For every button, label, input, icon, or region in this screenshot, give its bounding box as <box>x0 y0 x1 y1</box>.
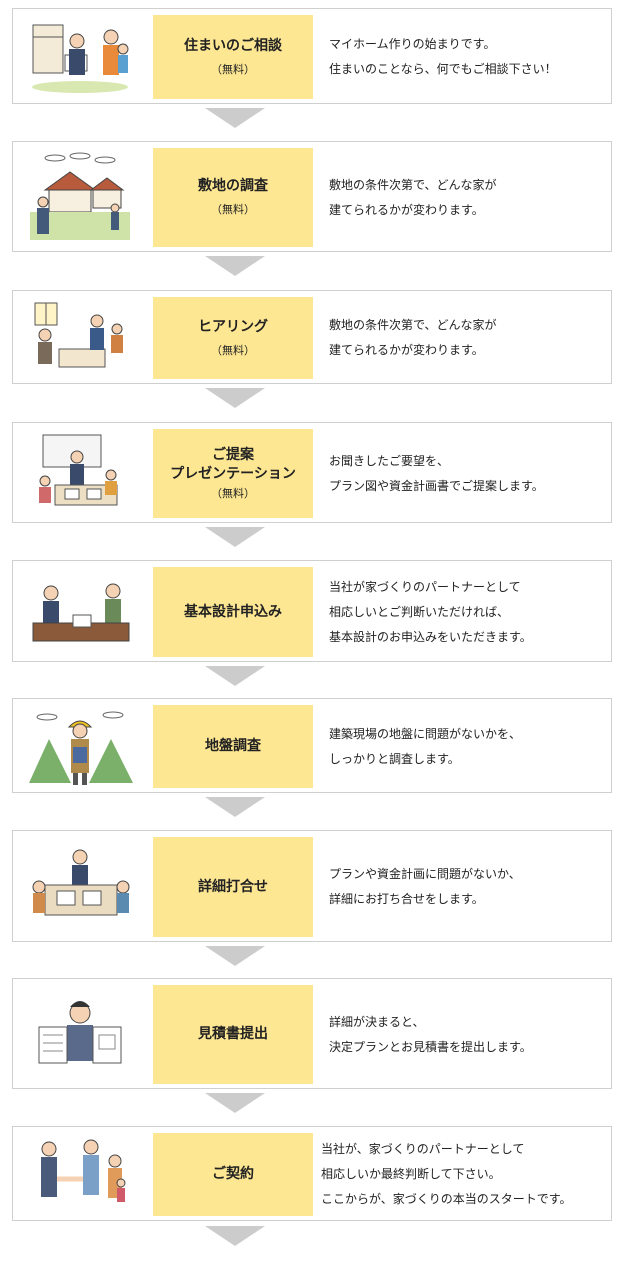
step-title-box: 基本設計申込み <box>153 567 313 657</box>
down-arrow-icon <box>205 388 265 408</box>
down-arrow-icon <box>205 666 265 686</box>
step-description: 詳細が決まると、 決定プランとお見積書を提出します。 <box>329 1014 532 1054</box>
step-title: 敷地の調査 <box>198 178 268 194</box>
step-title: 住まいのご相談 <box>184 37 282 54</box>
step-description: 敷地の条件次第で、どんな家が 建てられるかが変わります。 <box>329 177 497 217</box>
estimate-illustration <box>25 987 135 1082</box>
step-free-note: （無料） <box>211 486 255 500</box>
step-detailed-meeting: 詳細打合せ プランや資金計画に問題がないか、 詳細にお打ち合せをします。 <box>12 830 612 942</box>
step-title-box: 見積書提出 <box>153 985 313 1084</box>
step-description: 敷地の条件次第で、どんな家が 建てられるかが変わります。 <box>329 318 497 357</box>
step-title-box: 詳細打合せ <box>153 837 313 937</box>
step-title-box: 住まいのご相談 （無料） <box>153 15 313 99</box>
hearing-illustration <box>25 299 135 377</box>
step-title-box: ご提案 プレゼンテーション （無料） <box>153 429 313 518</box>
step-title-box: 地盤調査 <box>153 705 313 788</box>
step-title: 基本設計申込み <box>184 603 282 620</box>
step-description: お聞きしたご要望を、 プラン図や資金計画書でご提案します。 <box>329 453 544 493</box>
step-hearing: ヒアリング （無料） 敷地の条件次第で、どんな家が 建てられるかが変わります。 <box>12 290 612 384</box>
step-title: ヒアリング <box>198 318 268 335</box>
down-arrow-icon <box>205 108 265 128</box>
step-ground-survey: 地盤調査 建築現場の地盤に問題がないかを、 しっかりと調査します。 <box>12 698 612 793</box>
step-title-box: ご契約 <box>153 1133 313 1216</box>
down-arrow-icon <box>205 1226 265 1246</box>
step-free-note: （無料） <box>211 203 255 216</box>
step-free-note: （無料） <box>211 343 255 357</box>
application-illustration <box>25 575 135 650</box>
site-survey-illustration <box>25 150 135 245</box>
down-arrow-icon <box>205 527 265 547</box>
step-description: マイホーム作りの始まりです。 住まいのことなら、何でもご相談下さい！ <box>329 37 557 76</box>
step-title-box: ヒアリング （無料） <box>153 297 313 379</box>
step-contract: ご契約 当社が、家づくりのパートナーとして 相応しいか最終判断して下さい。 ここ… <box>12 1126 612 1221</box>
ground-survey-illustration <box>25 703 135 790</box>
down-arrow-icon <box>205 256 265 276</box>
step-title: 地盤調査 <box>205 738 261 754</box>
step-title-line-2: プレゼンテーション <box>170 465 296 482</box>
step-site-survey: 敷地の調査 （無料） 敷地の条件次第で、どんな家が 建てられるかが変わります。 <box>12 141 612 252</box>
step-title: 詳細打合せ <box>198 878 268 895</box>
step-description: プランや資金計画に問題がないか、 詳細にお打ち合せをします。 <box>329 867 521 906</box>
down-arrow-icon <box>205 797 265 817</box>
down-arrow-icon <box>205 1093 265 1113</box>
step-consultation: 住まいのご相談 （無料） マイホーム作りの始まりです。 住まいのことなら、何でも… <box>12 8 612 104</box>
down-arrow-icon <box>205 946 265 966</box>
step-title-box: 敷地の調査 （無料） <box>153 148 313 247</box>
step-free-note: （無料） <box>211 62 255 76</box>
consultation-illustration <box>25 15 135 99</box>
step-title: ご契約 <box>212 1166 254 1182</box>
step-description: 当社が、家づくりのパートナーとして 相応しいか最終判断して下さい。 ここからが、… <box>321 1142 572 1206</box>
presentation-illustration <box>25 431 135 516</box>
step-application: 基本設計申込み 当社が家づくりのパートナーとして 相応しいとご判断いただければ、… <box>12 560 612 662</box>
step-presentation: ご提案 プレゼンテーション （無料） お聞きしたご要望を、 プラン図や資金計画書… <box>12 422 612 523</box>
step-title: ご提案 <box>212 446 254 463</box>
meeting-illustration <box>25 843 135 933</box>
contract-illustration <box>25 1131 135 1218</box>
step-estimate: 見積書提出 詳細が決まると、 決定プランとお見積書を提出します。 <box>12 978 612 1089</box>
step-title: 見積書提出 <box>198 1026 268 1042</box>
step-description: 当社が家づくりのパートナーとして 相応しいとご判断いただければ、 基本設計のお申… <box>329 579 532 644</box>
step-description: 建築現場の地盤に問題がないかを、 しっかりと調査します。 <box>329 726 522 766</box>
